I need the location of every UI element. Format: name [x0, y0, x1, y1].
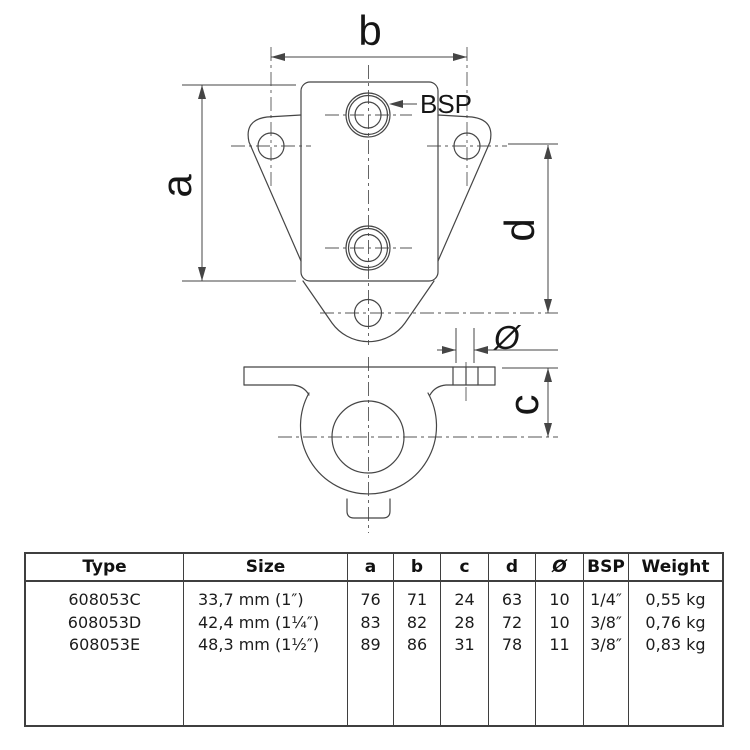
diameter-label: Ø — [493, 319, 522, 356]
cell-d-row3: 78 — [501, 635, 523, 654]
header-diameter: Ø — [536, 554, 583, 582]
cell-type-row3: 608053E — [68, 635, 141, 654]
left-ear-outline — [247, 114, 302, 262]
header-a: a — [348, 554, 393, 582]
arrow-a-down — [198, 267, 206, 281]
column-c: c 24 28 31 — [441, 554, 489, 725]
cell-diameter-row3: 11 — [549, 635, 570, 654]
dimension-labels: b a d c BSP Ø — [153, 7, 547, 416]
cell-c-row2: 28 — [454, 612, 475, 632]
arrow-b-left — [271, 53, 285, 61]
column-diameter: Ø 10 10 11 — [536, 554, 584, 725]
cell-b-row1: 71 — [406, 590, 428, 609]
dim-label-c: c — [500, 395, 547, 416]
cell-a-row3: 89 — [360, 635, 381, 654]
dim-label-b: b — [358, 7, 381, 54]
cell-size-row2: 42,4 mm (1¼″) — [198, 612, 320, 632]
ring-outer — [299, 392, 438, 495]
cell-bsp-row3: 3/8″ — [590, 635, 622, 654]
cell-type-row2: 608053D — [67, 612, 142, 632]
cell-bsp-row2: 3/8″ — [590, 612, 622, 632]
top-boss-mid — [347, 94, 389, 136]
top-boss-outer — [345, 92, 391, 138]
arrow-a-up — [198, 85, 206, 99]
bottom-tab-hole — [353, 298, 383, 328]
bsp-label: BSP — [420, 89, 472, 119]
cell-d-row2: 72 — [501, 612, 523, 632]
right-ear-outline — [437, 114, 492, 262]
top-view-outline — [247, 81, 492, 343]
dim-label-a: a — [153, 174, 200, 198]
cell-weight-row3: 0,83 kg — [645, 635, 706, 654]
cell-a-row1: 76 — [360, 590, 381, 609]
column-a: a 76 83 89 — [348, 554, 394, 725]
spec-table: Type 608053C 608053D 608053E Size 33,7 m… — [24, 552, 724, 727]
cell-weight-row2: 0,76 kg — [645, 612, 706, 632]
cell-weight-row1: 0,55 kg — [645, 590, 706, 609]
cell-c-row3: 31 — [454, 635, 475, 654]
header-d: d — [489, 554, 535, 582]
dim-label-d: d — [496, 218, 543, 241]
centerlines — [231, 47, 558, 533]
cell-b-row2: 82 — [406, 612, 428, 632]
arrow-b-right — [453, 53, 467, 61]
header-weight: Weight — [629, 554, 722, 582]
column-size: Size 33,7 mm (1″) 42,4 mm (1¼″) 48,3 mm … — [184, 554, 348, 725]
cell-d-row1: 63 — [501, 590, 523, 609]
column-type: Type 608053C 608053D 608053E — [26, 554, 184, 725]
arrow-bsp — [389, 100, 403, 108]
column-d: d 63 72 78 — [489, 554, 536, 725]
plate-bottom-left-fillet — [243, 384, 310, 396]
plate-bottom-right-fillet — [429, 384, 496, 396]
side-view-outline — [243, 366, 496, 519]
lower-boss-hole — [353, 233, 383, 263]
cell-diameter-row1: 10 — [549, 590, 570, 609]
arrow-d-down — [544, 299, 552, 313]
cell-size-row1: 33,7 mm (1″) — [198, 590, 304, 609]
column-weight: Weight 0,55 kg 0,76 kg 0,83 kg — [629, 554, 722, 725]
left-ear-hole — [257, 132, 285, 160]
lower-boss-mid — [347, 227, 389, 269]
dimension-lines — [182, 56, 558, 437]
arrow-d-up — [544, 145, 552, 159]
side-bottom-tab — [346, 498, 391, 519]
lower-boss-outer — [345, 225, 391, 271]
top-boss-hole — [354, 101, 382, 129]
cell-type-row1: 608053C — [68, 590, 141, 609]
cell-c-row1: 24 — [454, 590, 475, 609]
right-ear-hole — [453, 132, 481, 160]
cell-diameter-row2: 10 — [549, 612, 570, 632]
arrow-c-up — [544, 368, 552, 382]
cell-bsp-row1: 1/4″ — [590, 590, 622, 609]
cell-a-row2: 83 — [360, 612, 381, 632]
dimension-arrowheads — [198, 53, 552, 437]
body-plate-outline — [300, 81, 439, 282]
arrow-c-down — [544, 423, 552, 437]
bottom-tab-outline — [302, 280, 435, 343]
cell-b-row3: 86 — [406, 635, 428, 654]
cell-size-row3: 48,3 mm (1½″) — [198, 635, 320, 654]
arrow-dia-right — [442, 346, 456, 354]
header-size: Size — [184, 554, 347, 582]
header-c: c — [441, 554, 488, 582]
column-b: b 71 82 86 — [394, 554, 441, 725]
technical-drawing: b a d c BSP Ø — [153, 7, 558, 533]
ring-bore — [331, 400, 405, 474]
header-b: b — [394, 554, 440, 582]
column-bsp: BSP 1/4″ 3/8″ 3/8″ — [584, 554, 629, 725]
header-type: Type — [26, 554, 183, 582]
header-bsp: BSP — [584, 554, 628, 582]
arrow-dia-left — [474, 346, 488, 354]
